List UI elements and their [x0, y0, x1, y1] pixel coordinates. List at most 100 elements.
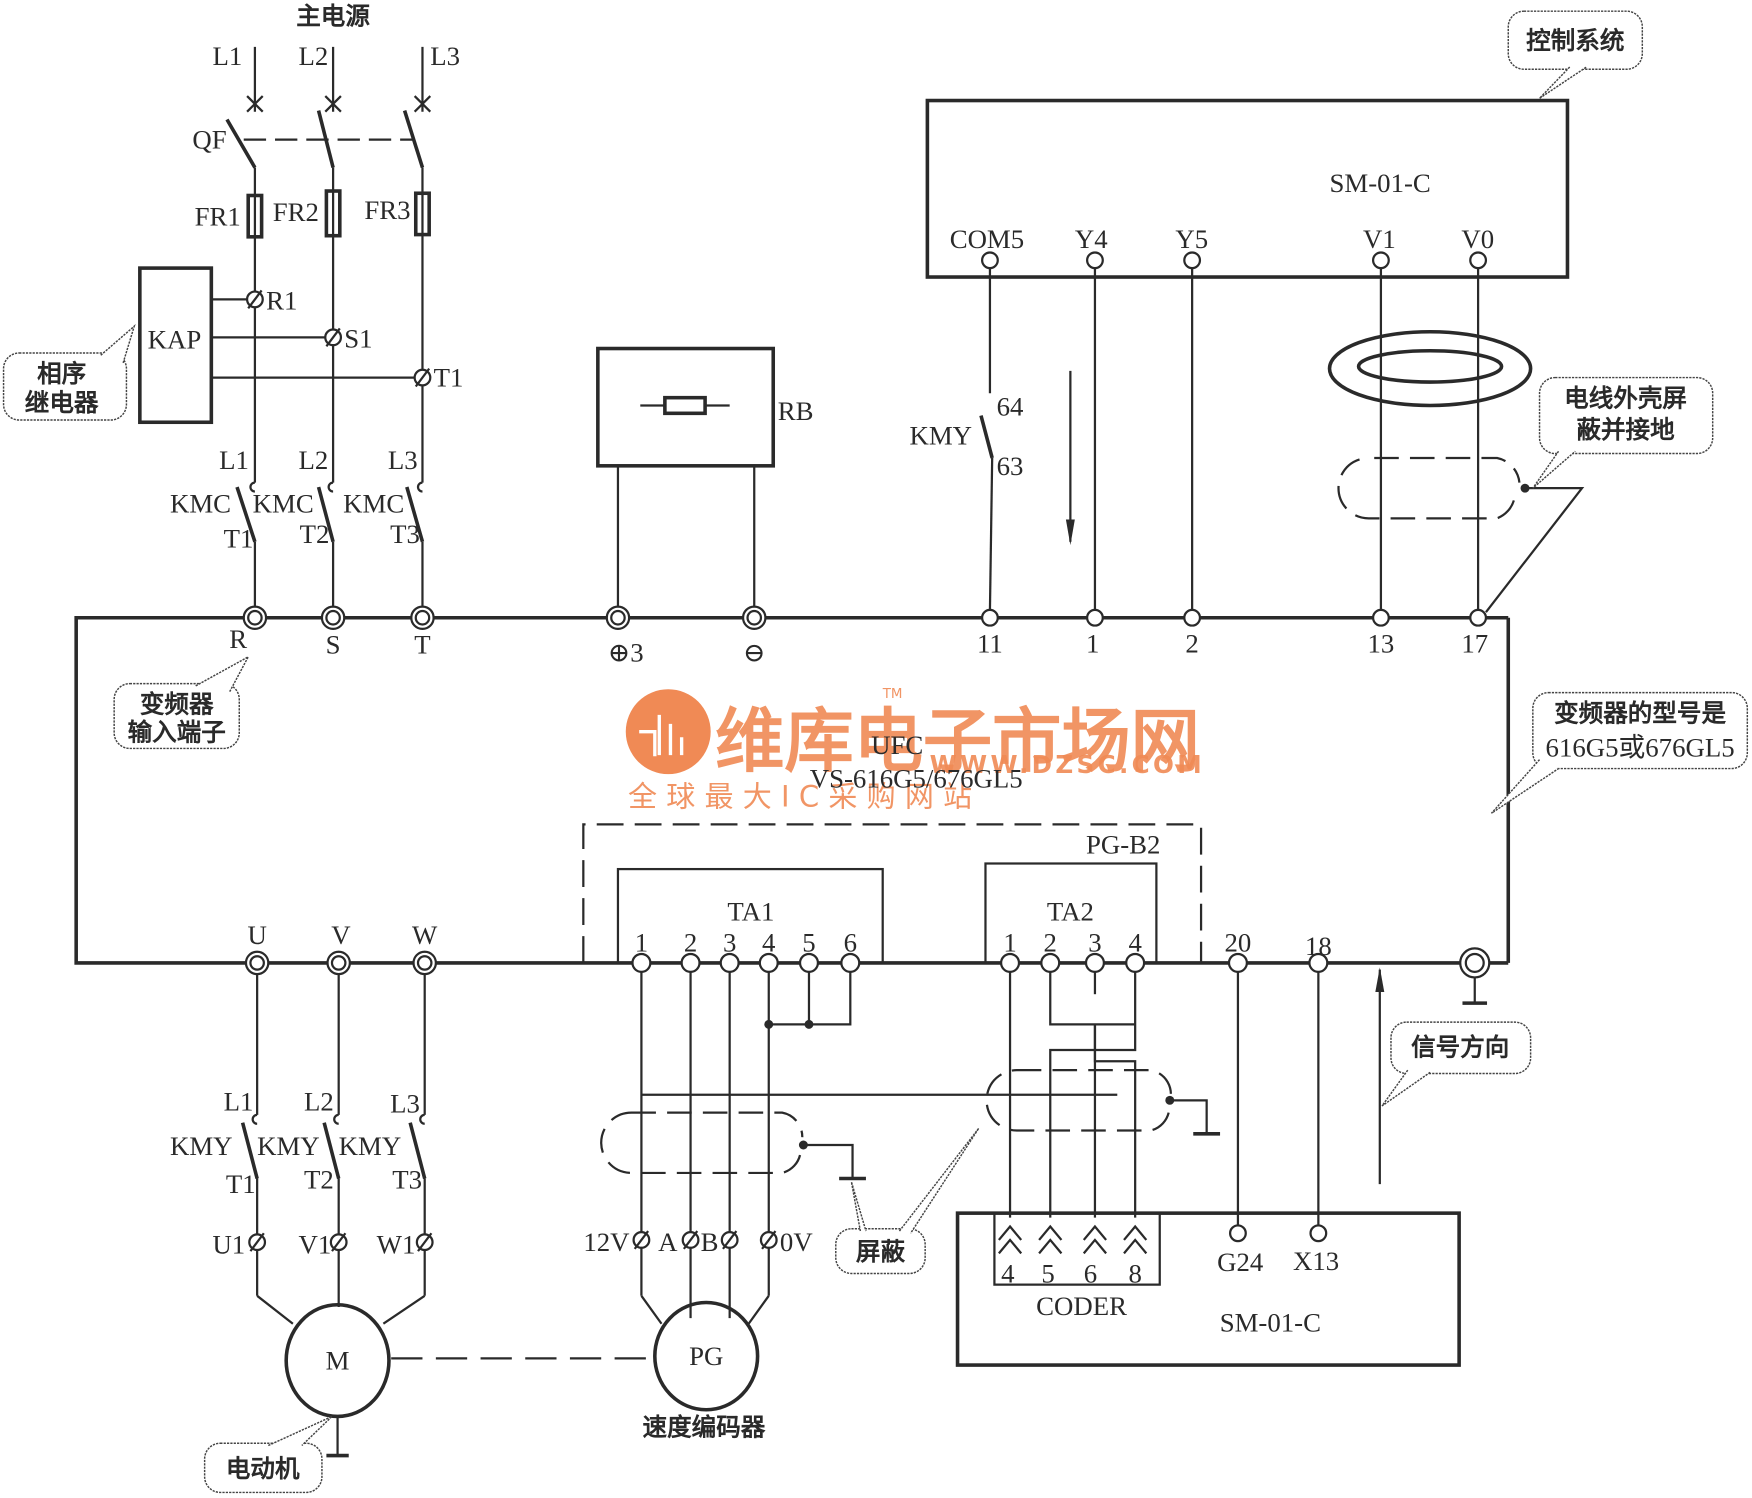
svg-text:变频器的型号是: 变频器的型号是 [1554, 699, 1726, 728]
x13-terminal[interactable] [1309, 1224, 1328, 1243]
svg-text:2: 2 [684, 928, 697, 958]
svg-text:3: 3 [723, 928, 736, 958]
coder-pin-icons [998, 1224, 1148, 1255]
kap-terminals [245, 289, 432, 388]
g24-terminal[interactable] [1228, 1224, 1247, 1243]
svg-text:维库电子市场网: 维库电子市场网 [715, 702, 1200, 782]
svg-text:A: A [658, 1227, 678, 1257]
kmy-label-3: KMY [339, 1131, 402, 1161]
encoder-terminals: 12V A B 0V [583, 1227, 813, 1257]
motor-terminals: U1 V1 W1 [212, 1229, 434, 1259]
kmy-top-l2: L2 [304, 1086, 334, 1116]
svg-text:1: 1 [635, 928, 648, 958]
svg-text:13: 13 [1368, 628, 1395, 658]
fuse-fr3-label: FR3 [364, 195, 410, 225]
qf-breaker [225, 110, 425, 196]
svg-text:3: 3 [1088, 928, 1101, 958]
svg-text:0V: 0V [780, 1227, 813, 1257]
phase-l3-label: L3 [430, 41, 460, 71]
inverter-model-callout: 变频器的型号是 616G5或676GL5 [1490, 691, 1749, 814]
phase-l2-label: L2 [298, 41, 328, 71]
kmc-label-3: KMC [343, 489, 404, 519]
watermark-logo-icon [625, 689, 711, 775]
inverter-input-callout: 变频器 输入端子 [113, 655, 250, 750]
inverter-input-terminals[interactable] [242, 605, 767, 631]
kmc-top-l3: L3 [388, 445, 418, 475]
kmy-bottom-t1: T1 [226, 1169, 256, 1199]
inverter-output-terminals[interactable] [244, 950, 437, 976]
svg-text:5: 5 [802, 928, 815, 958]
svg-text:TM: TM [882, 687, 903, 702]
svg-text:616G5或676GL5: 616G5或676GL5 [1546, 732, 1735, 762]
resistor-icon [640, 395, 730, 416]
ta1-pin-labels: 1 2 3 4 5 6 [635, 928, 857, 958]
shield-callout: 屏蔽 [835, 1127, 980, 1275]
x13-label: X13 [1293, 1246, 1339, 1276]
ta1-box [616, 867, 884, 965]
ta2-label: TA2 [1047, 896, 1094, 926]
motor-label: M [326, 1346, 350, 1376]
kap-relay-box [138, 266, 214, 425]
svg-text:4: 4 [762, 928, 775, 958]
terminal-u: U [247, 920, 266, 950]
kmy-63: 63 [997, 451, 1024, 481]
svg-text:U1: U1 [212, 1229, 245, 1259]
encoder-icon [653, 1300, 760, 1412]
kmc-bottom-t3: T3 [390, 519, 420, 549]
kmy-bottom-t2: T2 [304, 1165, 334, 1195]
phase-relay-callout: 相序 继电器 [2, 323, 136, 421]
brake-resistor-box [596, 346, 776, 468]
svg-text:全 球 最 大 I C 采 购 网 站: 全 球 最 大 I C 采 购 网 站 [628, 780, 972, 814]
svg-text:V1: V1 [1363, 224, 1396, 254]
r1-label: R1 [266, 285, 297, 315]
controller2-model: SM-01-C [1220, 1308, 1321, 1338]
kmy-label: KMY [910, 421, 973, 451]
supply-lines [246, 46, 432, 113]
svg-text:变频器: 变频器 [140, 690, 214, 719]
inverter-name: UFC [871, 730, 923, 760]
kmy-label-2: KMY [257, 1131, 320, 1161]
shield-ta2-icon [985, 1069, 1221, 1136]
svg-text:相序: 相序 [37, 359, 86, 388]
svg-text:4: 4 [1128, 928, 1141, 958]
control-system-box [925, 98, 1570, 279]
kmy-bottom-t3: T3 [392, 1165, 422, 1195]
phase-l1-label: L1 [212, 41, 242, 71]
ta2-pin-labels: 1 2 3 4 [1003, 928, 1142, 958]
svg-text:V0: V0 [1461, 224, 1494, 254]
encoder-caption: 速度编码器 [643, 1412, 766, 1441]
svg-text:B: B [701, 1227, 719, 1257]
encoder-label: PG [689, 1341, 723, 1371]
svg-text:1: 1 [1003, 928, 1016, 958]
svg-text:5: 5 [1041, 1258, 1054, 1288]
svg-text:电动机: 电动机 [226, 1454, 300, 1483]
s1-label: S1 [344, 323, 372, 353]
svg-text:继电器: 继电器 [25, 388, 99, 417]
svg-text:8: 8 [1128, 1258, 1141, 1288]
svg-text:WWW.DZSC.COM: WWW.DZSC.COM [930, 750, 1205, 779]
controller2-box [955, 1211, 1461, 1367]
terminal-minus: ⊖ [743, 637, 765, 667]
inverter-signal-labels: 11 1 2 13 17 [977, 628, 1488, 658]
signal-up-arrow [1375, 967, 1385, 1185]
kmc-bottom-t2: T2 [300, 519, 330, 549]
kmc-label-1: KMC [170, 489, 231, 519]
shield-ta1-icon [600, 1111, 866, 1181]
svg-text:W1: W1 [377, 1229, 416, 1259]
ta2-wiring [1008, 971, 1137, 1218]
fuse-fr2-label: FR2 [273, 197, 319, 227]
terminal-t: T [414, 629, 430, 659]
watermark: 维库电子市场网 TM WWW.DZSC.COM 全 球 最 大 I C 采 购 … [625, 687, 1205, 814]
kmc-top-l1: L1 [219, 445, 249, 475]
coder-pin-labels: 4 5 6 8 [1001, 1258, 1142, 1288]
control-model: SM-01-C [1330, 168, 1431, 198]
inverter-signal-terminals[interactable] [981, 608, 1488, 627]
coder-connector [993, 1212, 1161, 1286]
kmy-64: 64 [997, 392, 1024, 422]
signal-down-arrow [1065, 370, 1075, 546]
motor-icon [284, 1302, 391, 1458]
svg-text:V1: V1 [298, 1229, 331, 1259]
kap-label: KAP [148, 325, 202, 355]
main-supply-title: 主电源 [296, 2, 370, 31]
